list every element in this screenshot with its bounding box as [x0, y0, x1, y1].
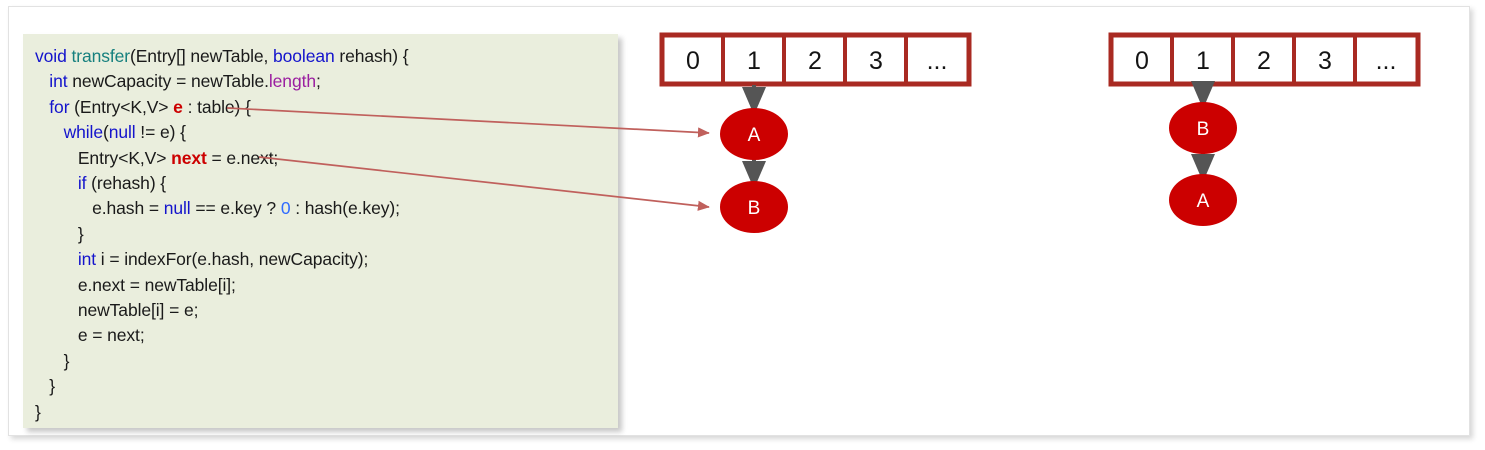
left-cell-ellipsis: ...: [927, 47, 948, 75]
left-cell-1: 1: [747, 47, 761, 75]
code-token: void: [35, 46, 72, 66]
code-token: (rehash) {: [86, 173, 167, 194]
code-token: ;: [315, 71, 321, 92]
code-token: != e) {: [135, 122, 186, 143]
code-line-4: Entry<K,V> next = e.next;: [35, 146, 618, 171]
right-cell-1: 1: [1196, 47, 1210, 75]
code-token: next: [171, 147, 207, 168]
left-cell-2: 2: [808, 47, 822, 75]
right-cell-3: 3: [1318, 47, 1332, 75]
right-node-a: A: [1169, 174, 1237, 226]
code-token: [35, 122, 64, 142]
right-cell-ellipsis: ...: [1376, 47, 1397, 75]
right-node-b-label: B: [1197, 119, 1210, 140]
code-token: [35, 97, 49, 117]
code-line-7: }: [35, 222, 618, 247]
left-cell-0: 0: [686, 47, 700, 75]
code-line-14: }: [35, 400, 618, 425]
code-token: for: [49, 96, 70, 117]
left-cell-3: 3: [869, 47, 883, 75]
code-token: == e.key ?: [190, 198, 281, 219]
code-line-10: newTable[i] = e;: [35, 298, 618, 323]
code-token: (Entry<K,V>: [69, 96, 174, 117]
left-node-a: A: [720, 108, 788, 160]
code-token: (Entry[] newTable,: [130, 46, 274, 66]
code-token: int: [77, 249, 97, 270]
code-token: Entry<K,V>: [35, 147, 172, 168]
code-token: e: [173, 96, 183, 117]
left-node-b: B: [720, 181, 788, 233]
code-token: (: [102, 122, 109, 143]
code-token: newTable[i] = e;: [35, 300, 199, 321]
code-token: if: [77, 173, 87, 194]
code-token: : table) {: [182, 96, 251, 117]
code-token: i = indexFor(e.hash, newCapacity);: [96, 249, 369, 270]
left-bucket-table: 0 1 2 3 ...: [659, 32, 972, 87]
left-node-b-label: B: [748, 198, 761, 219]
code-token: rehash) {: [334, 46, 409, 66]
code-token: newCapacity = newTable.: [67, 71, 269, 92]
code-token: e = next;: [35, 325, 145, 346]
code-line-11: e = next;: [35, 323, 618, 348]
code-line-9: e.next = newTable[i];: [35, 273, 618, 298]
code-token: transfer: [71, 46, 130, 66]
code-token: null: [108, 122, 136, 143]
code-token: length: [268, 71, 316, 92]
code-line-6: e.hash = null == e.key ? 0 : hash(e.key)…: [35, 196, 618, 221]
right-cell-2: 2: [1257, 47, 1271, 75]
code-token: }: [35, 223, 84, 244]
code-token: e.hash =: [35, 198, 164, 219]
code-token: e.next = newTable[i];: [35, 274, 236, 295]
left-node-a-label: A: [748, 125, 761, 146]
code-line-2: for (Entry<K,V> e : table) {: [35, 95, 618, 120]
code-line-12: }: [35, 349, 618, 374]
code-token: = e.next;: [206, 147, 279, 168]
code-line-0: void transfer(Entry[] newTable, boolean …: [35, 44, 618, 69]
code-token: : hash(e.key);: [290, 198, 400, 219]
code-line-13: }: [35, 374, 618, 399]
slide-page: void transfer(Entry[] newTable, boolean …: [8, 6, 1470, 436]
code-token: [35, 173, 78, 193]
code-token: null: [163, 198, 191, 219]
code-token: 0: [280, 198, 291, 219]
code-token: boolean: [273, 46, 335, 66]
code-token: while: [63, 122, 103, 143]
code-token: }: [35, 401, 41, 422]
code-token: int: [49, 71, 68, 92]
right-bucket-table: 0 1 2 3 ...: [1108, 32, 1421, 87]
code-token: }: [35, 376, 56, 397]
right-node-a-label: A: [1197, 191, 1210, 212]
code-line-5: if (rehash) {: [35, 171, 618, 196]
code-token: [35, 249, 78, 269]
right-cell-0: 0: [1135, 47, 1149, 75]
code-line-3: while(null != e) {: [35, 120, 618, 145]
code-token: [35, 71, 49, 91]
code-line-8: int i = indexFor(e.hash, newCapacity);: [35, 247, 618, 272]
code-token: }: [35, 350, 70, 371]
right-node-b: B: [1169, 102, 1237, 154]
code-line-1: int newCapacity = newTable.length;: [35, 69, 618, 94]
code-panel: void transfer(Entry[] newTable, boolean …: [23, 34, 618, 428]
